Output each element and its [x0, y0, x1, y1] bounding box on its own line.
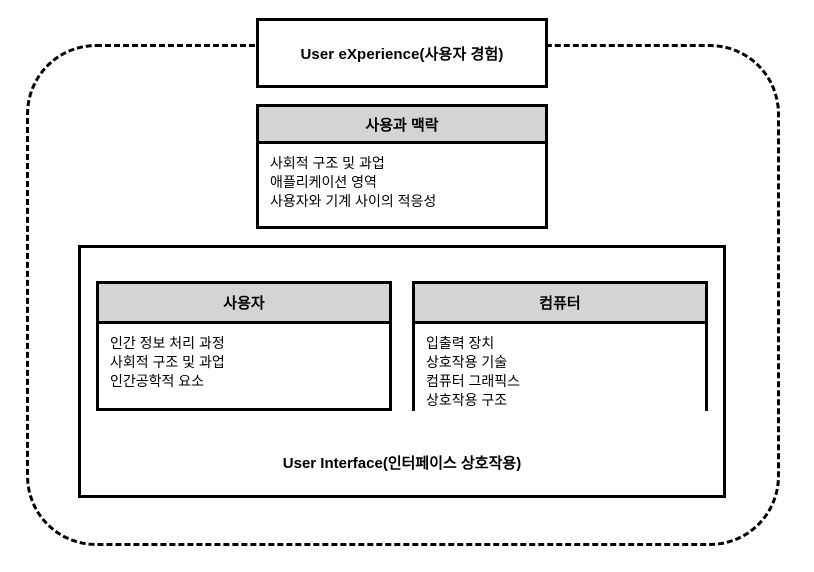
context-of-use-body: 사회적 구조 및 과업 애플리케이션 영역 사용자와 기계 사이의 적응성 — [259, 144, 545, 226]
list-item: 상호작용 기술 — [426, 354, 508, 370]
user-panel-header-label: 사용자 — [223, 295, 265, 312]
list-item: 컴퓨터 그래픽스 — [426, 373, 521, 389]
user-panel-header: 사용자 — [99, 284, 389, 324]
list-item: 상호작용 구조 — [426, 392, 508, 408]
list-item: 인간공학적 요소 — [110, 373, 205, 389]
context-of-use-header: 사용과 맥락 — [259, 107, 545, 144]
list-item: 입출력 장치 — [426, 335, 495, 351]
user-experience-title-box: User eXperience(사용자 경험) — [256, 18, 548, 88]
list-item: 인간 정보 처리 과정 — [110, 335, 225, 351]
list-item: 사회적 구조 및 과업 — [270, 155, 385, 171]
computer-panel-body: 입출력 장치 상호작용 기술 컴퓨터 그래픽스 상호작용 구조 — [415, 324, 705, 416]
user-panel-body: 인간 정보 처리 과정 사회적 구조 및 과업 인간공학적 요소 — [99, 324, 389, 408]
computer-panel-header: 컴퓨터 — [415, 284, 705, 324]
user-interface-caption: User Interface(인터페이스 상호작용) — [282, 455, 522, 472]
context-of-use-panel: 사용과 맥락 사회적 구조 및 과업 애플리케이션 영역 사용자와 기계 사이의… — [256, 104, 548, 229]
context-of-use-header-label: 사용과 맥락 — [365, 116, 439, 134]
computer-panel: 컴퓨터 입출력 장치 상호작용 기술 컴퓨터 그래픽스 상호작용 구조 — [412, 281, 708, 416]
list-item: 사용자와 기계 사이의 적응성 — [270, 193, 437, 209]
user-panel: 사용자 인간 정보 처리 과정 사회적 구조 및 과업 인간공학적 요소 — [96, 281, 392, 411]
list-item: 사회적 구조 및 과업 — [110, 354, 225, 370]
user-experience-title-label: User eXperience(사용자 경험) — [300, 45, 504, 63]
computer-panel-header-label: 컴퓨터 — [539, 295, 581, 312]
list-item: 애플리케이션 영역 — [270, 174, 377, 190]
